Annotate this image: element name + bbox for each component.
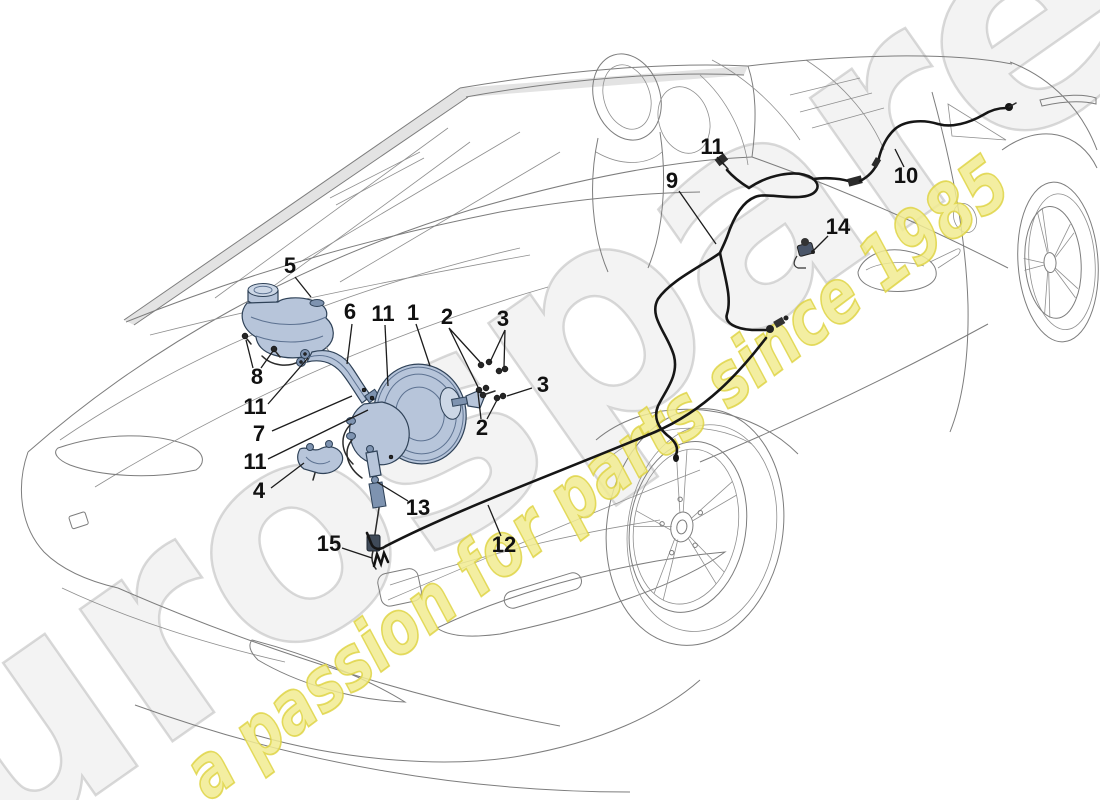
callout-15: 15 bbox=[316, 531, 342, 556]
servo-pushrod bbox=[451, 389, 496, 409]
front-wheel bbox=[605, 408, 785, 646]
callout-7: 7 bbox=[252, 421, 266, 446]
callout-4: 4 bbox=[252, 478, 266, 503]
front-brake-cable bbox=[365, 315, 789, 551]
nuts-washers bbox=[475, 358, 509, 402]
retaining-clip-part bbox=[372, 549, 390, 568]
reservoir-screws bbox=[241, 332, 281, 358]
door-mirror bbox=[857, 248, 961, 292]
callout-11-left: 11 bbox=[243, 394, 267, 419]
callout-13: 13 bbox=[405, 495, 431, 520]
callout-14: 14 bbox=[825, 214, 851, 239]
car-outline bbox=[20, 53, 1099, 793]
callout-11-hose: 11 bbox=[371, 301, 395, 326]
fluid-reservoir-part bbox=[241, 283, 334, 366]
callout-1: 1 bbox=[406, 300, 420, 325]
master-cylinder-part bbox=[342, 401, 410, 479]
seats bbox=[592, 53, 885, 273]
callout-3-right: 3 bbox=[536, 372, 550, 397]
callout-11-lower: 11 bbox=[243, 449, 267, 474]
callout-11-rear: 11 bbox=[700, 134, 724, 159]
callout-3-upper: 3 bbox=[496, 306, 510, 331]
leader-lines bbox=[245, 148, 905, 559]
callout-2-upper: 2 bbox=[440, 304, 454, 329]
callout-6: 6 bbox=[343, 299, 357, 324]
solenoid-valve-part bbox=[793, 238, 815, 269]
rear-brake-pipes bbox=[653, 102, 1017, 462]
sensor-linkage-part bbox=[365, 445, 387, 570]
callout-9: 9 bbox=[665, 168, 679, 193]
callout-10: 10 bbox=[893, 163, 919, 188]
rear-wheel bbox=[1017, 181, 1099, 343]
callout-2-lower: 2 bbox=[475, 415, 489, 440]
callout-8: 8 bbox=[250, 364, 264, 389]
mounting-bracket-part bbox=[297, 440, 344, 481]
callout-12: 12 bbox=[491, 532, 517, 557]
callout-5: 5 bbox=[283, 253, 297, 278]
